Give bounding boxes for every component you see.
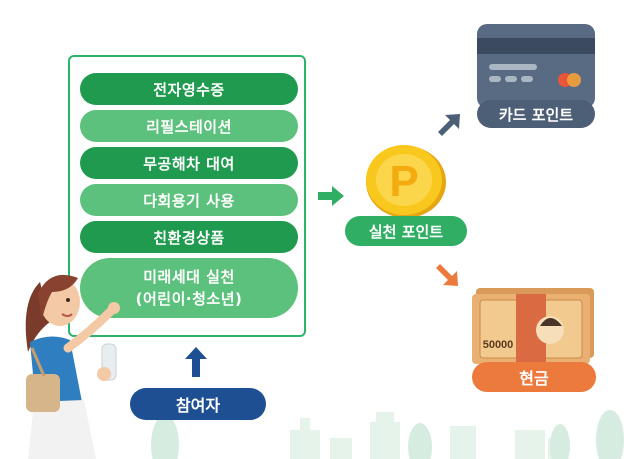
banknote-value: 50000 — [483, 339, 514, 351]
activity-label: 친환경상품 — [153, 228, 225, 247]
point-coin-icon: P — [366, 145, 446, 218]
woman-illustration — [25, 274, 120, 459]
coin-symbol: P — [389, 157, 418, 206]
activity-label: 미래세대 실천 — [143, 268, 235, 286]
activity-label: 무공해차 대여 — [143, 154, 235, 173]
card-point-badge: 카드 포인트 — [477, 100, 595, 128]
arrow-up-icon — [185, 347, 207, 377]
arrow-right-icon — [318, 186, 344, 206]
cash-badge: 현금 — [472, 362, 596, 392]
activity-sublabel: (어린이·청소년) — [135, 290, 243, 308]
practice-point-label: 실천 포인트 — [368, 222, 444, 241]
activity-eco-product: 친환경상품 — [80, 221, 298, 253]
activity-e-receipt: 전자영수증 — [80, 73, 298, 105]
activity-panel: 전자영수증 리필스테이션 무공해차 대여 다회용기 사용 친환경상품 미래세대 … — [68, 55, 306, 337]
participant-label: 참여자 — [175, 396, 221, 415]
activity-label: 전자영수증 — [153, 80, 225, 99]
arrow-up-right-icon — [438, 114, 460, 136]
activity-reusable-container: 다회용기 사용 — [80, 184, 298, 216]
card-point-label: 카드 포인트 — [498, 105, 574, 124]
activity-label: 리필스테이션 — [146, 117, 232, 136]
arrow-down-right-icon — [436, 264, 458, 286]
activity-ev-rental: 무공해차 대여 — [80, 147, 298, 179]
participant-badge: 참여자 — [130, 388, 266, 420]
practice-point-badge: 실천 포인트 — [345, 216, 467, 246]
cash-bundle-icon: 50000 — [472, 288, 594, 364]
credit-card-icon — [477, 24, 595, 108]
activity-label: 다회용기 사용 — [143, 191, 235, 210]
activity-refill-station: 리필스테이션 — [80, 110, 298, 142]
cash-label: 현금 — [519, 369, 549, 388]
